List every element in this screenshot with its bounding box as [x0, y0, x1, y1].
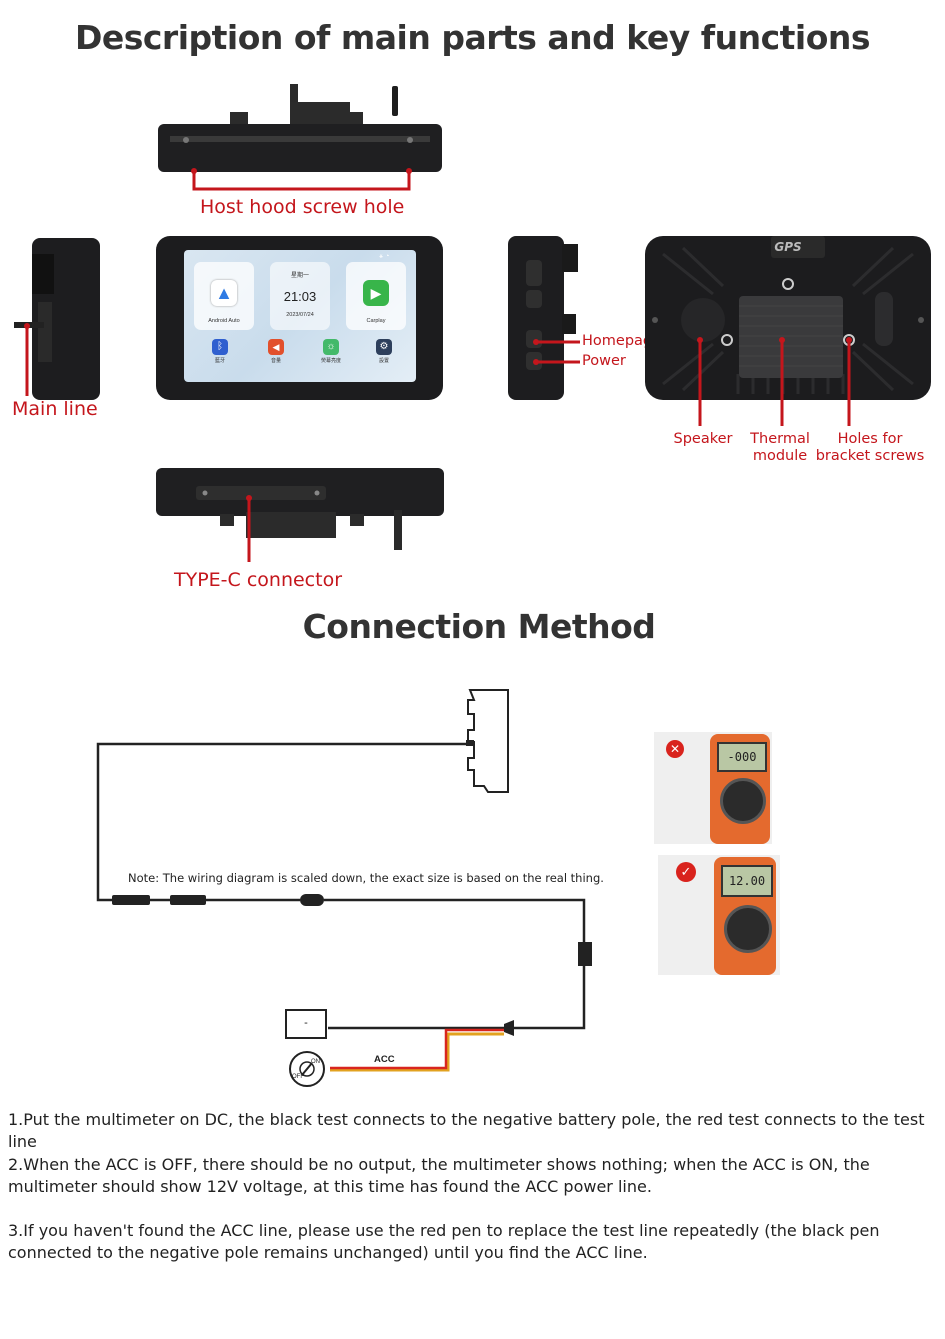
dock-item-volume[interactable]: ◀ 音量 [262, 339, 290, 364]
multimeter-correct-photo: ✓ 12.00 [658, 855, 780, 975]
meter-display-correct: 12.00 [721, 865, 773, 897]
holes-label-line2: bracket screws [815, 448, 925, 464]
dock-item-bluetooth[interactable]: ᛒ 藍牙 [206, 339, 234, 364]
app-card-carplay[interactable]: ▶ Carplay [346, 262, 406, 330]
dock-item-brightness[interactable]: ☼ 熒幕亮度 [316, 339, 346, 364]
carplay-icon: ▶ [363, 280, 389, 306]
meter-display-wrong: -000 [717, 742, 767, 772]
host-hood-label: Host hood screw hole [200, 196, 405, 218]
thermal-label-line1: Thermal [750, 431, 810, 447]
wiring-diagram [96, 689, 592, 1087]
dock-label: 設置 [378, 358, 389, 364]
app-label: Android Auto [208, 318, 240, 324]
dock-item-settings[interactable]: ⚙ 設置 [370, 339, 398, 364]
holes-label-line1: Holes for [837, 431, 903, 447]
main-parts-title: Description of main parts and key functi… [74, 18, 871, 57]
clock-date: 2023/07/24 [286, 312, 314, 318]
meter-dial [720, 778, 766, 824]
dock-label: 音量 [270, 358, 281, 364]
dock-label: 熒幕亮度 [320, 358, 341, 364]
instruction-step-1: 1.Put the multimeter on DC, the black te… [8, 1110, 925, 1151]
key-on-label: ON [311, 1059, 320, 1065]
acc-label: ACC [374, 1054, 395, 1065]
device-bottom-view [156, 468, 444, 550]
wrong-mark-icon: ✕ [666, 740, 684, 758]
power-button-label: Power [582, 353, 626, 369]
host-hood-leader [191, 168, 412, 191]
dock-label: 藍牙 [214, 358, 225, 364]
gear-icon: ⚙ [376, 339, 392, 355]
android-auto-icon: ▲ [211, 280, 237, 306]
bluetooth-icon: ᛒ [212, 339, 228, 355]
status-icons: ⚹ ◔ [379, 253, 390, 260]
connection-method-title: Connection Method [302, 607, 656, 646]
check-mark-icon: ✓ [676, 862, 696, 882]
homepage-button-label: Homepage [582, 333, 662, 349]
typec-leader [246, 495, 252, 562]
main-line-label: Main line [12, 398, 98, 420]
multimeter-body: 12.00 [714, 857, 776, 975]
multimeter-wrong-photo: ✕ -000 [654, 732, 772, 844]
clock-time: 21:03 [283, 289, 317, 304]
button-leaders [533, 339, 580, 365]
app-label: Carplay [366, 318, 386, 324]
device-front-view: ⚹ ◔ ▲ Android Auto 星期一 21:03 2023/07/24 … [156, 236, 443, 400]
instruction-step-2: 2.When the ACC is OFF, there should be n… [8, 1155, 870, 1196]
multimeter-body: -000 [710, 734, 770, 844]
clock-widget: 星期一 21:03 2023/07/24 [270, 262, 330, 330]
main-line-leader [24, 323, 30, 396]
typec-label: TYPE-C connector [174, 569, 343, 591]
volume-icon: ◀ [268, 339, 284, 355]
clock-day: 星期一 [290, 273, 309, 279]
device-right-side-view [508, 236, 578, 400]
instruction-step-3: 3.If you haven't found the ACC line, ple… [8, 1221, 880, 1262]
key-off-label: OFF [292, 1074, 304, 1080]
wiring-note: Note: The wiring diagram is scaled down,… [128, 871, 604, 885]
brightness-icon: ☼ [323, 339, 339, 355]
battery-negative-sign: - [304, 1017, 308, 1029]
device-back-view [645, 236, 931, 400]
meter-dial [724, 905, 772, 953]
speaker-label: Speaker [673, 431, 733, 447]
gps-label: GPS [774, 240, 802, 254]
thermal-label-line2: module [752, 448, 808, 464]
back-view-leaders [697, 337, 852, 426]
device-screen: ⚹ ◔ ▲ Android Auto 星期一 21:03 2023/07/24 … [184, 250, 416, 382]
device-top-view [158, 84, 442, 172]
app-card-android-auto[interactable]: ▲ Android Auto [194, 262, 254, 330]
device-left-side-view [14, 238, 100, 400]
